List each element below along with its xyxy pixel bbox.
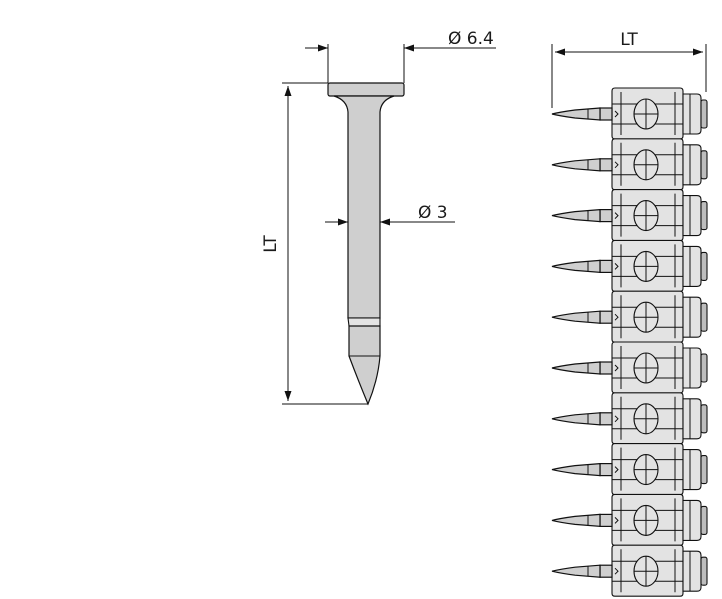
strip-point: [551, 564, 601, 578]
length-dimension-single: LT: [261, 82, 368, 405]
length-label-single: LT: [261, 235, 281, 253]
strip-point: [551, 259, 601, 274]
nail-shank: [333, 95, 395, 319]
strip-nail-4: [551, 239, 708, 292]
strip-point: [551, 158, 601, 172]
strip-shank: [599, 310, 613, 324]
strip-end-tab: [682, 144, 702, 186]
strip-shank: [599, 513, 613, 528]
strip-point: [551, 361, 601, 375]
strip-point: [551, 462, 601, 477]
strip-point: [551, 412, 601, 426]
strip-end-tab: [682, 398, 702, 440]
strip-end-lug: [700, 404, 708, 434]
single-nail: [327, 82, 405, 406]
strip-end-tab: [682, 449, 702, 491]
strip-nail-3: [551, 189, 708, 242]
strip-point: [551, 208, 601, 223]
collated-strip: [551, 87, 708, 597]
strip-end-tab: [682, 93, 702, 135]
strip-end-lug: [700, 150, 708, 180]
strip-shank: [599, 107, 613, 121]
strip-end-lug: [700, 556, 708, 586]
strip-end-lug: [700, 455, 708, 485]
strip-end-tab: [682, 296, 702, 338]
nail-head: [327, 82, 405, 97]
strip-nail-1: [551, 87, 708, 140]
head-diameter-label: Ø 6.4: [448, 29, 494, 49]
strip-nail-6: [551, 341, 708, 394]
strip-nail-9: [551, 493, 708, 546]
strip-end-lug: [700, 251, 708, 281]
strip-nail-8: [551, 443, 708, 496]
head-diameter-dimension: Ø 6.4: [305, 29, 496, 83]
nail-taper-ring: [347, 317, 381, 327]
strip-point: [551, 107, 601, 121]
strip-end-lug: [700, 353, 708, 383]
strip-shank: [599, 412, 613, 426]
strip-end-tab: [682, 195, 702, 237]
strip-end-lug: [700, 201, 708, 231]
shank-diameter-label: Ø 3: [418, 203, 448, 223]
strip-shank: [599, 361, 613, 375]
strip-shank: [599, 158, 613, 172]
shank-diameter-dimension: Ø 3: [325, 203, 455, 226]
strip-point: [551, 310, 601, 324]
strip-end-tab: [682, 499, 702, 541]
strip-end-lug: [700, 302, 708, 332]
strip-nail-7: [551, 392, 708, 445]
length-label-strip: LT: [620, 30, 638, 50]
length-dimension-strip: LT: [551, 30, 707, 108]
strip-nail-5: [551, 290, 708, 343]
strip-shank: [599, 463, 613, 477]
strip-end-lug: [700, 99, 708, 129]
strip-nail-2: [551, 138, 708, 191]
strip-end-lug: [700, 505, 708, 535]
strip-end-tab: [682, 347, 702, 389]
strip-point: [551, 513, 601, 528]
nail-point: [348, 325, 381, 406]
strip-shank: [599, 209, 613, 223]
strip-nail-10: [551, 544, 708, 597]
strip-shank: [599, 564, 613, 578]
strip-end-tab: [682, 550, 702, 592]
strip-shank: [599, 259, 613, 273]
strip-end-tab: [682, 245, 702, 287]
